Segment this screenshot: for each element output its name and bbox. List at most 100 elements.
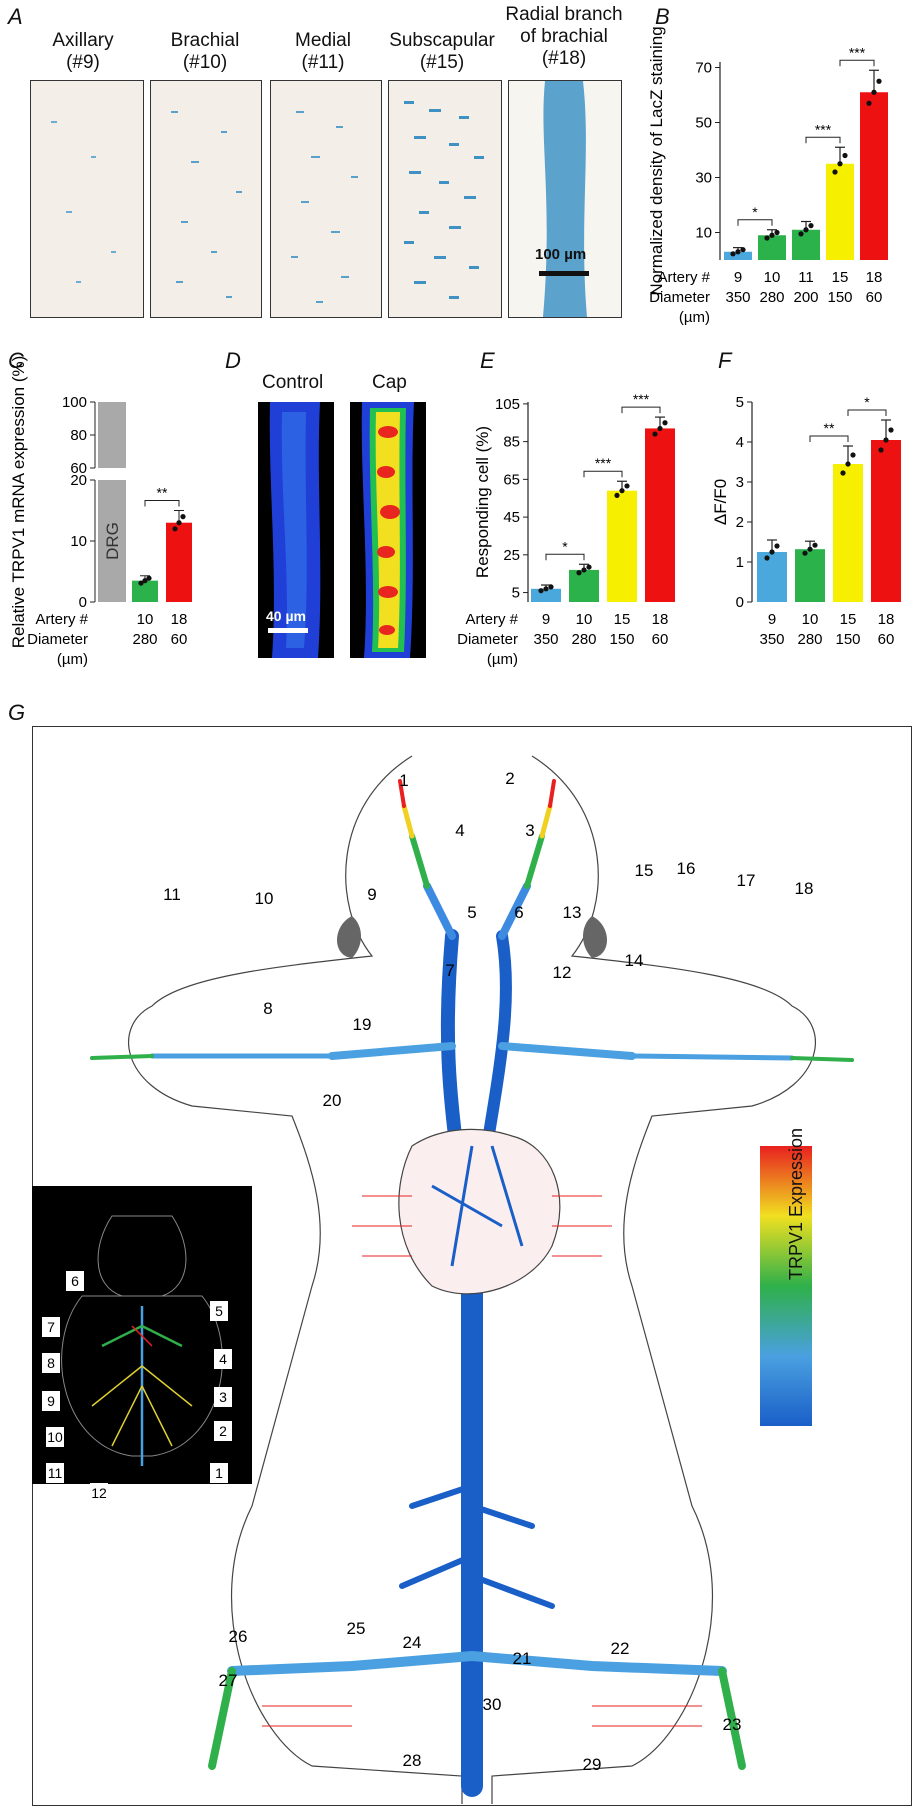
- E-data-point: [619, 488, 625, 494]
- E-y-axis-label: Responding cell (%): [473, 426, 492, 578]
- panel-d-cap-label: Cap: [372, 372, 407, 393]
- vessel-number: 3: [525, 821, 534, 840]
- E-data-point: [581, 567, 587, 573]
- vessel-number: 1: [399, 771, 408, 790]
- vessel-number: 18: [795, 879, 814, 898]
- vessel-number: 6: [514, 903, 523, 922]
- vessel-number: 17: [737, 871, 756, 890]
- F-category-label: 9: [768, 611, 776, 628]
- F-bar: [833, 464, 863, 602]
- inset-number-box: [214, 1387, 232, 1407]
- F-category-label: 18: [878, 611, 895, 628]
- vessel-number: 7: [445, 961, 454, 980]
- F-bar: [795, 549, 825, 602]
- F-data-point: [774, 543, 780, 549]
- B-bar: [792, 229, 820, 260]
- vessel-number: 4: [455, 821, 464, 840]
- chart-b: 1030507093501028011200151501860*******Ar…: [647, 26, 888, 326]
- B-ytick-label: 10: [695, 225, 712, 242]
- E-row-label: Diameter: [457, 631, 518, 648]
- E-data-point: [652, 431, 658, 437]
- B-bar: [724, 251, 752, 260]
- B-bar: [826, 163, 854, 260]
- F-ytick-label: 3: [736, 474, 744, 491]
- panel-d-cap-image: [350, 402, 426, 658]
- E-bar: [531, 588, 561, 602]
- C-category-label: 10: [137, 611, 154, 628]
- micrograph-brachial: [150, 80, 262, 318]
- vessel-number: 29: [583, 1755, 602, 1774]
- inset-number: 10: [47, 1429, 63, 1445]
- F-bar: [871, 440, 901, 602]
- vessel-number: 27: [219, 1671, 238, 1690]
- B-ytick-label: 70: [695, 60, 712, 77]
- panel-d-letter: D: [225, 348, 241, 373]
- C-diameter-label: 60: [171, 631, 188, 648]
- C-data-point: [146, 575, 152, 581]
- vessel-number: 16: [677, 859, 696, 878]
- E-significance-bracket: [621, 406, 661, 414]
- inset-number-box: [90, 1483, 108, 1503]
- F-data-point: [878, 447, 884, 453]
- E-bar: [645, 428, 675, 602]
- C-bar-drg-upper: [98, 402, 126, 468]
- C-data-point: [180, 514, 186, 520]
- E-category-label: 18: [652, 611, 669, 628]
- B-data-point: [808, 223, 814, 229]
- C-ytick-label: 0: [79, 594, 87, 611]
- vessel-number: 2: [505, 769, 514, 788]
- panel-b-letter: B: [655, 4, 670, 29]
- F-ytick-label: 0: [736, 594, 744, 611]
- panel-c-letter: C: [8, 348, 24, 373]
- F-significance-label: *: [864, 394, 870, 410]
- F-diameter-label: 150: [835, 631, 860, 648]
- inset-number-box: [210, 1463, 228, 1483]
- B-data-point: [837, 161, 843, 167]
- trpv1-legend-title: TRPV1 Expression: [786, 1127, 806, 1280]
- vessel-number: 15: [635, 861, 654, 880]
- C-ytick-label: 20: [70, 472, 87, 489]
- C-data-point: [172, 526, 178, 532]
- B-bar: [758, 235, 786, 260]
- micrograph-subscapular: [388, 80, 502, 318]
- F-bar: [757, 552, 787, 602]
- F-ytick-label: 1: [736, 554, 744, 571]
- E-data-point: [538, 588, 544, 594]
- B-data-point: [740, 247, 746, 253]
- F-data-point: [764, 555, 770, 561]
- E-ytick-label: 105: [495, 396, 520, 413]
- inset-number: 2: [219, 1423, 227, 1439]
- C-significance-bracket: [144, 500, 180, 507]
- E-bar: [607, 490, 637, 602]
- C-data-point: [176, 520, 182, 526]
- F-data-point: [883, 437, 889, 443]
- F-data-point: [807, 546, 813, 552]
- vessel-number: 25: [347, 1619, 366, 1638]
- E-ytick-label: 65: [503, 471, 520, 488]
- F-significance-label: **: [824, 420, 835, 436]
- F-diameter-label: 60: [878, 631, 895, 648]
- C-row-label: Diameter: [27, 631, 88, 648]
- E-diameter-label: 350: [533, 631, 558, 648]
- vessel-number: 23: [723, 1715, 742, 1734]
- panel-f-letter: F: [718, 348, 732, 373]
- panel-a-title-3: Medial(#11): [295, 30, 351, 73]
- E-diameter-label: 280: [571, 631, 596, 648]
- C-ytick-label: 60: [70, 460, 87, 477]
- F-data-point: [812, 542, 818, 548]
- E-bar: [569, 569, 599, 602]
- B-data-point: [871, 89, 877, 95]
- B-significance-label: ***: [815, 121, 832, 137]
- inset-number: 12: [91, 1485, 107, 1501]
- inset-number: 6: [71, 1273, 79, 1289]
- F-ytick-label: 4: [736, 434, 744, 451]
- E-significance-label: *: [562, 538, 568, 554]
- F-data-point: [850, 452, 856, 458]
- F-data-point: [840, 470, 846, 476]
- vessel-number: 19: [353, 1015, 372, 1034]
- panel-g-letter: G: [8, 700, 26, 725]
- micrograph-axillary: [30, 80, 144, 318]
- F-significance-bracket: [809, 435, 849, 442]
